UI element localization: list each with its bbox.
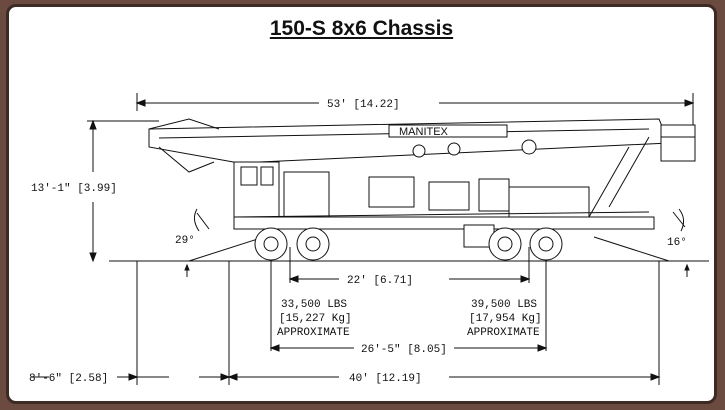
front-load-weight: 33,500 LBS: [281, 299, 347, 311]
front-load-note: APPROXIMATE: [277, 327, 350, 339]
rear-load-kg: [17,954 Kg]: [469, 313, 542, 325]
front-load-kg: [15,227 Kg]: [279, 313, 352, 325]
crane-drawing: 53' [14.22] 13'-1" [3.99] 29° 16° 22' [6…: [29, 93, 709, 385]
wheel-2: [296, 227, 330, 261]
boom-brand-label: MANITEX: [399, 126, 449, 138]
front-angle-label: 29°: [175, 235, 195, 247]
wheelbase-label: 26'-5" [8.05]: [361, 344, 447, 356]
width-label: 8'-6" [2.58]: [29, 373, 108, 385]
wheel-4: [529, 227, 563, 261]
diagram-title: 150-S 8x6 Chassis: [269, 17, 454, 40]
overall-length-label: 53' [14.22]: [327, 99, 400, 111]
rear-load-note: APPROXIMATE: [467, 327, 540, 339]
rear-load-weight: 39,500 LBS: [471, 299, 537, 311]
chassis-length-label: 40' [12.19]: [349, 373, 422, 385]
wheel-3: [488, 227, 522, 261]
diagram-frame: 150-S 8x6 Chassis: [6, 4, 717, 404]
axle-span-label: 22' [6.71]: [347, 275, 413, 287]
rear-angle-label: 16°: [667, 237, 687, 249]
wheel-1: [254, 227, 288, 261]
height-label: 13'-1" [3.99]: [31, 183, 117, 195]
